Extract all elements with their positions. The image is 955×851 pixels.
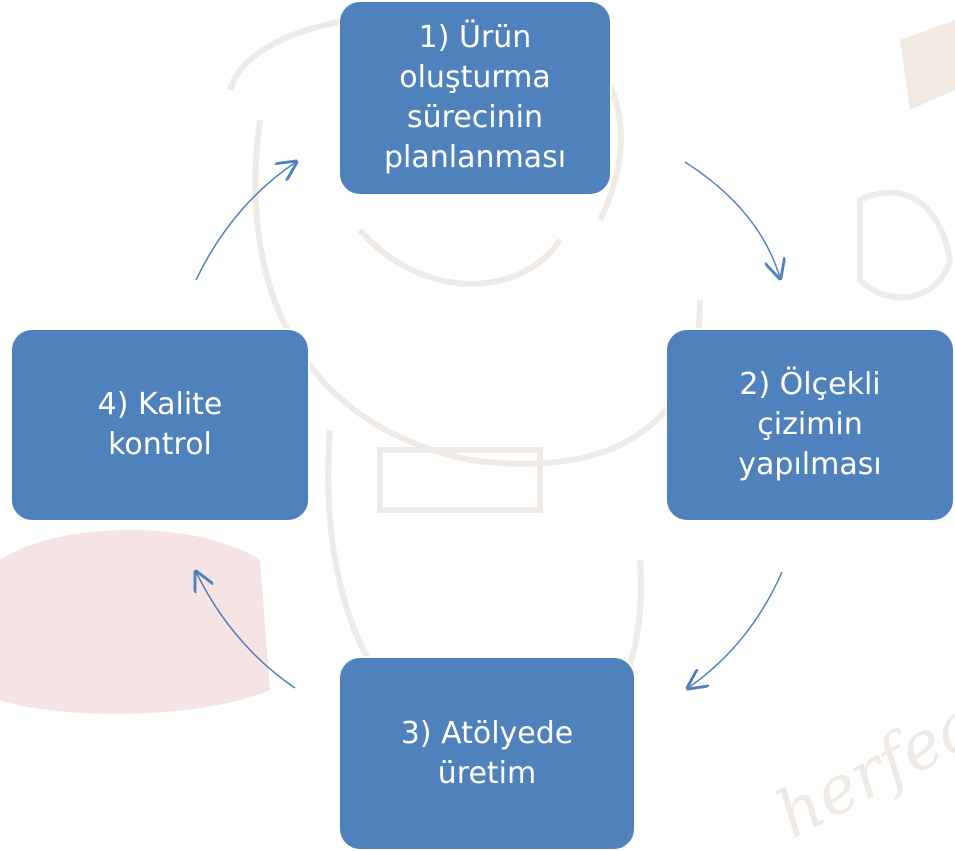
arrow-step4-to-step1 <box>195 162 296 281</box>
bg-hammer <box>900 20 955 110</box>
step-box-planning: 1) Ürün oluşturma sürecinin planlanması <box>338 0 612 196</box>
arrow-step2-to-step3 <box>688 571 783 688</box>
arrow-step3-to-step4 <box>196 572 296 689</box>
bg-pocket <box>377 447 543 513</box>
bg-hand <box>857 189 954 301</box>
bg-mouth <box>357 228 563 287</box>
step-box-quality-control: 4) Kalite kontrol <box>10 328 310 522</box>
step-box-scaled-drawing: 2) Ölçekli çizimin yapılması <box>665 328 955 522</box>
watermark-text: herfeal <box>764 674 955 851</box>
step-box-workshop-production: 3) Atölyede üretim <box>338 656 636 851</box>
arrow-step1-to-step2 <box>684 161 780 278</box>
